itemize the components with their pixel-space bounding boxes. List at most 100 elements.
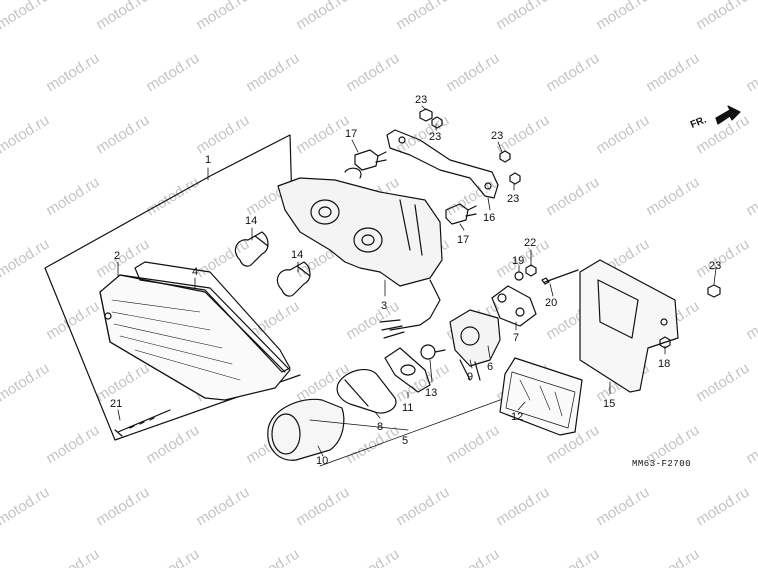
watermark-text: motod.ru [643,174,702,220]
front-direction-arrow [715,105,741,125]
watermark-text: motod.ru [0,360,52,406]
front-direction-label: FR. [689,114,708,130]
watermark-text: motod.ru [543,546,602,568]
watermark-text: motod.ru [0,484,52,530]
bulb-left [234,231,269,267]
callout-12: 12 [511,411,523,423]
gasket-11 [384,347,431,393]
watermark-text: motod.ru [243,546,302,568]
callout-23-c: 23 [491,130,503,142]
lamp-base [277,167,443,339]
watermark-text: motod.ru [43,546,102,568]
callout-4: 4 [192,266,198,278]
callout-19: 19 [512,255,524,267]
nut-23-mid-b [509,172,521,185]
watermark-text: motod.ru [743,422,758,468]
callout-11: 11 [402,402,413,414]
callout-13: 13 [425,387,437,399]
watermark-text: motod.ru [643,50,702,96]
watermark-text: motod.ru [743,298,758,344]
watermark-text: motod.ru [743,50,758,96]
watermark-text: motod.ru [93,236,152,282]
callout-17-upper: 17 [345,128,357,140]
license-lens-8 [336,368,397,414]
callout-23-b: 23 [429,131,441,143]
bolt-18 [659,336,671,349]
nut-22 [525,264,537,277]
washer-19 [514,271,524,281]
watermark-text: motod.ru [93,0,152,33]
watermark-text: motod.ru [443,546,502,568]
pad-7 [491,285,537,327]
callout-5: 5 [402,435,408,447]
watermark-text: motod.ru [393,360,452,406]
nut-23-top-a [419,108,433,122]
watermark-text: motod.ru [0,174,2,220]
watermark-text: motod.ru [743,174,758,220]
watermark-text: motod.ru [143,50,202,96]
watermark-text: motod.ru [0,236,52,282]
nut-23-right [707,284,721,298]
callout-17-lower: 17 [457,234,469,246]
callout-7: 7 [513,332,519,344]
watermark-text: motod.ru [43,422,102,468]
nut-23-mid-a [499,150,511,163]
diagram-code: MM63-F2700 [632,459,691,469]
leader-lines [117,105,717,467]
watermark-text: motod.ru [93,484,152,530]
watermark-text: motod.ru [193,112,252,158]
callout-14-left: 14 [245,215,257,227]
watermark-text: motod.ru [643,546,702,568]
watermark-text: motod.ru [393,484,452,530]
callout-23-e: 23 [709,260,721,272]
callout-22: 22 [524,237,536,249]
watermark-text: motod.ru [593,112,652,158]
watermark-text: motod.ru [0,50,2,96]
watermark-text: motod.ru [193,236,252,282]
bulb-right [276,261,311,297]
watermark-text: motod.ru [543,174,602,220]
watermark-text: motod.ru [593,0,652,33]
bulb-13 [420,344,446,360]
callout-16: 16 [483,212,495,224]
watermark-text: motod.ru [0,546,2,568]
watermark-text: motod.ru [0,298,2,344]
taillight-lens [99,274,291,401]
watermark-text: motod.ru [43,50,102,96]
watermark-text: motod.ru [393,0,452,33]
watermark-text: motod.ru [543,50,602,96]
watermark-text: motod.ru [143,422,202,468]
bolt-20 [541,269,579,285]
watermark-text: motod.ru [593,484,652,530]
license-socket [449,309,501,381]
watermark-text: motod.ru [0,112,52,158]
watermark-text: motod.ru [393,112,452,158]
callout-18: 18 [658,358,670,370]
bolt-17-lower [445,203,477,225]
callout-14-right: 14 [291,249,303,261]
callout-labels: 1 2 3 4 5 6 7 8 9 10 11 12 13 14 14 15 1… [110,94,721,469]
callout-2: 2 [114,250,120,262]
watermark-text: motod.ru [493,0,552,33]
callout-3: 3 [381,300,387,312]
callout-10: 10 [316,455,328,467]
watermark-text: motod.ru [0,422,2,468]
callout-20: 20 [545,297,557,309]
watermark-text: motod.ru [693,0,752,33]
watermark-text: motod.ru [443,50,502,96]
license-cover-10 [267,398,345,461]
callout-6: 6 [487,361,493,373]
watermark-text: motod.ru [193,484,252,530]
watermark-text: motod.ru [343,546,402,568]
mounting-bracket [386,129,499,199]
callout-15: 15 [603,398,615,410]
watermark-text: motod.ru [293,360,352,406]
callout-8: 8 [377,421,383,433]
callout-1: 1 [205,154,211,166]
watermark-text: motod.ru [93,112,152,158]
reflector-12 [499,357,583,436]
watermark-text: motod.ru [693,484,752,530]
watermark-text: motod.ru [43,174,102,220]
watermark-text: motod.ru [143,546,202,568]
